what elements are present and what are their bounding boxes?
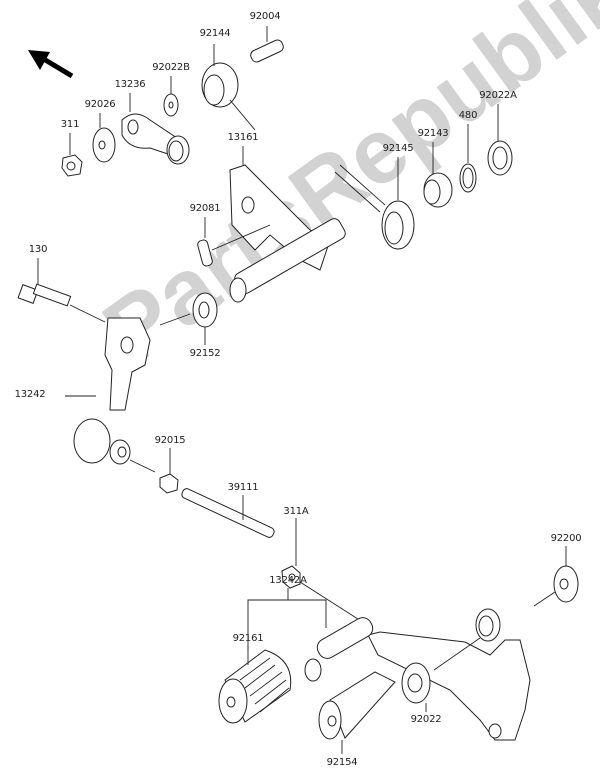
part-92161 (218, 646, 292, 724)
part-92081 (197, 217, 271, 267)
label-480: 480 (458, 110, 478, 121)
part-311A (281, 518, 373, 629)
label-92152: 92152 (189, 348, 221, 359)
label-92161: 92161 (232, 633, 264, 644)
part-92022A (487, 104, 513, 176)
label-130: 130 (28, 244, 48, 255)
label-92026: 92026 (84, 99, 116, 110)
label-92081: 92081 (189, 203, 221, 214)
part-92152 (159, 292, 218, 345)
part-92145 (334, 157, 415, 250)
label-92015: 92015 (154, 435, 186, 446)
part-13242A (247, 588, 531, 741)
part-92143 (423, 142, 453, 208)
part-92015 (159, 448, 179, 494)
label-311: 311 (60, 119, 80, 130)
label-311A: 311A (283, 506, 309, 517)
part-13161 (229, 146, 346, 303)
part-130 (17, 258, 106, 323)
part-92144 (201, 44, 256, 131)
label-92145: 92145 (382, 143, 414, 154)
label-92004: 92004 (249, 11, 281, 22)
part-92026 (92, 113, 116, 163)
label-92144: 92144 (199, 28, 231, 39)
part-92200 (533, 546, 579, 607)
label-92154: 92154 (326, 757, 358, 768)
label-92143: 92143 (417, 128, 449, 139)
label-92200: 92200 (550, 533, 582, 544)
label-39111: 39111 (227, 482, 259, 493)
part-39111 (181, 488, 275, 538)
label-13242A: 13242A (269, 575, 307, 586)
part-92022 (401, 637, 481, 712)
label-13242: 13242 (14, 389, 46, 400)
front-arrow-icon (28, 50, 74, 79)
part-480 (459, 124, 477, 193)
part-92022B (163, 76, 179, 117)
part-311 (61, 133, 83, 177)
label-92022B: 92022B (152, 62, 190, 73)
label-92022: 92022 (410, 714, 442, 725)
part-13242 (65, 317, 156, 473)
part-13236 (121, 93, 190, 165)
label-92022A: 92022A (479, 90, 517, 101)
part-92154 (318, 671, 396, 754)
part-92004 (250, 26, 284, 63)
label-13236: 13236 (114, 79, 146, 90)
label-13161: 13161 (227, 132, 259, 143)
